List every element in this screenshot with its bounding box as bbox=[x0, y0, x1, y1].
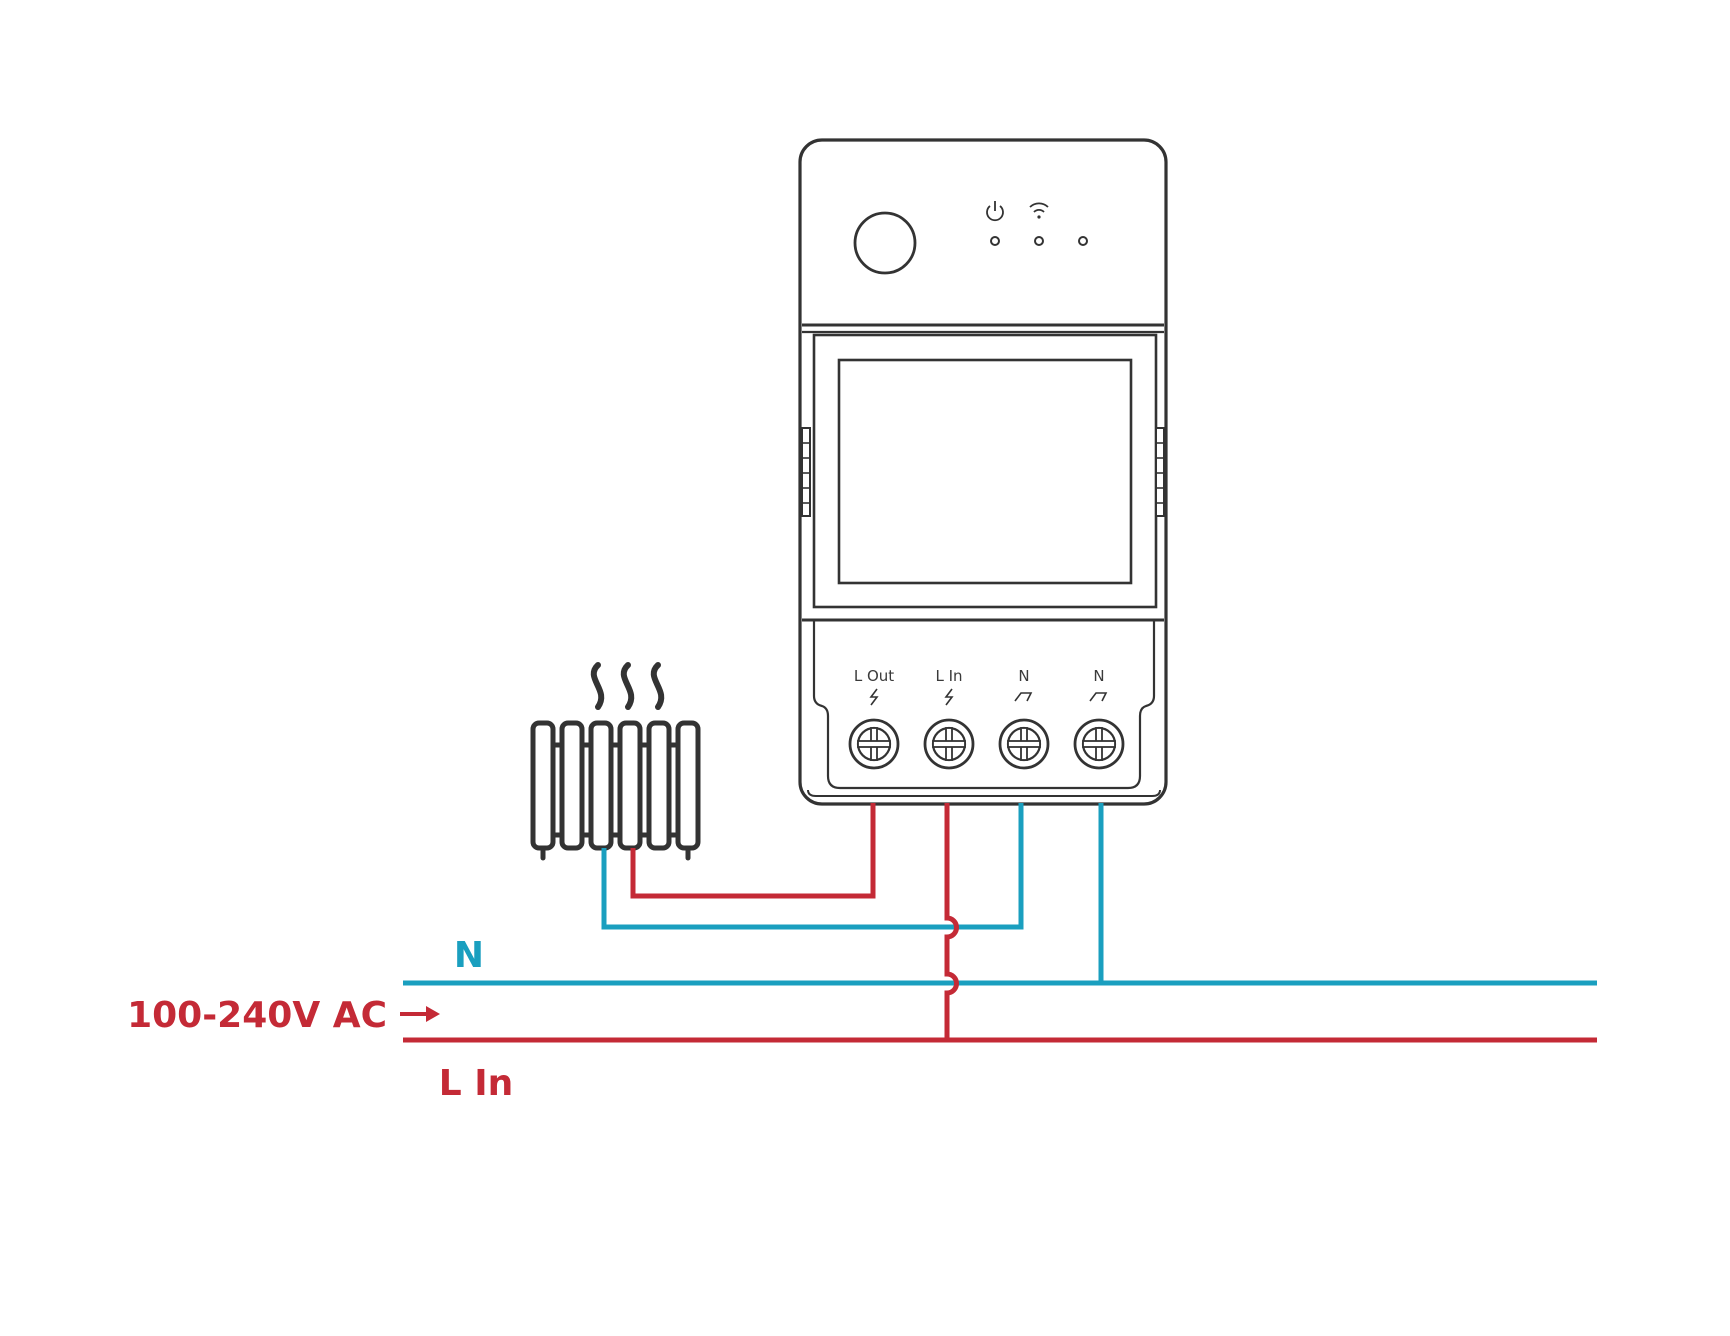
screw-terminal-n-1 bbox=[998, 718, 1050, 770]
display-screen bbox=[837, 358, 1133, 585]
screw-terminal-l-in bbox=[923, 718, 975, 770]
voltage-label: 100-240V AC bbox=[127, 995, 387, 1036]
power-led bbox=[990, 236, 1000, 246]
left-clip bbox=[801, 427, 811, 517]
power-icon bbox=[986, 201, 1004, 222]
relay-led bbox=[1078, 236, 1088, 246]
terminal-label-l-in: L In bbox=[935, 667, 962, 685]
pairing-button[interactable] bbox=[853, 211, 917, 275]
live-symbol-icon bbox=[869, 688, 879, 706]
arrow-right-icon bbox=[400, 1006, 440, 1022]
live-wire-to-device bbox=[944, 803, 959, 1040]
terminal-label-n-1: N bbox=[1018, 667, 1029, 685]
terminal-block bbox=[812, 620, 1156, 790]
neutral-symbol-icon bbox=[1014, 692, 1033, 702]
neutral-wire-to-load bbox=[601, 803, 1024, 930]
live-wire-to-load bbox=[630, 803, 876, 899]
neutral-label: N bbox=[454, 935, 484, 976]
screw-terminal-l-out bbox=[848, 718, 900, 770]
smart-switch-device: L Out L In N N bbox=[798, 138, 1168, 806]
wifi-led bbox=[1034, 236, 1044, 246]
live-symbol-icon bbox=[944, 688, 954, 706]
terminal-label-n-2: N bbox=[1093, 667, 1104, 685]
screw-terminal-n-2 bbox=[1073, 718, 1125, 770]
right-clip bbox=[1155, 427, 1165, 517]
wifi-icon bbox=[1029, 202, 1049, 219]
terminal-label-l-out: L Out bbox=[854, 667, 894, 685]
live-in-label: L In bbox=[439, 1063, 514, 1104]
neutral-symbol-icon bbox=[1089, 692, 1108, 702]
radiator-heater-icon bbox=[530, 662, 701, 861]
